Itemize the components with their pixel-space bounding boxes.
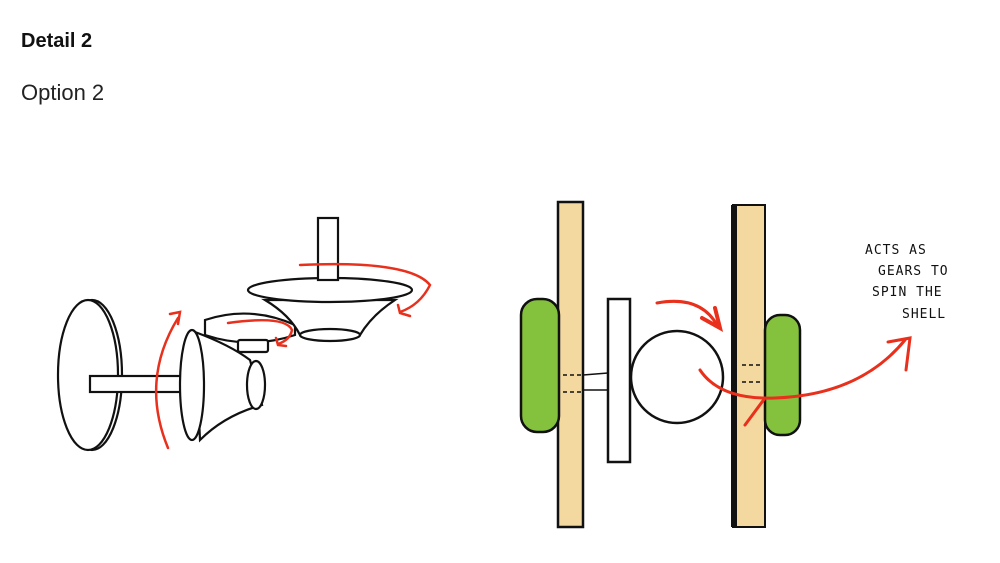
green-roller-left <box>519 297 561 434</box>
mechanism-sketch-3d <box>56 216 414 452</box>
shell-wall-right <box>732 204 766 528</box>
top-disc <box>246 276 414 304</box>
annotation: ACTS AS GEARS TO SPIN THE SHELL <box>865 243 957 322</box>
bell-disc <box>178 328 206 442</box>
green-roller-right <box>763 313 802 437</box>
mechanism-sketch-section <box>519 200 802 529</box>
rotation-arrows-right <box>655 299 912 427</box>
small-cylinder <box>245 359 267 411</box>
shell-wall-left <box>556 200 585 529</box>
top-post <box>316 216 340 282</box>
axle <box>88 374 187 394</box>
gear-wheel <box>629 329 725 425</box>
plate <box>606 297 632 464</box>
slide-title: Detail 2 <box>21 30 93 52</box>
rotation-arrows-left <box>154 262 432 450</box>
slide-subtitle: Option 2 <box>21 80 105 105</box>
